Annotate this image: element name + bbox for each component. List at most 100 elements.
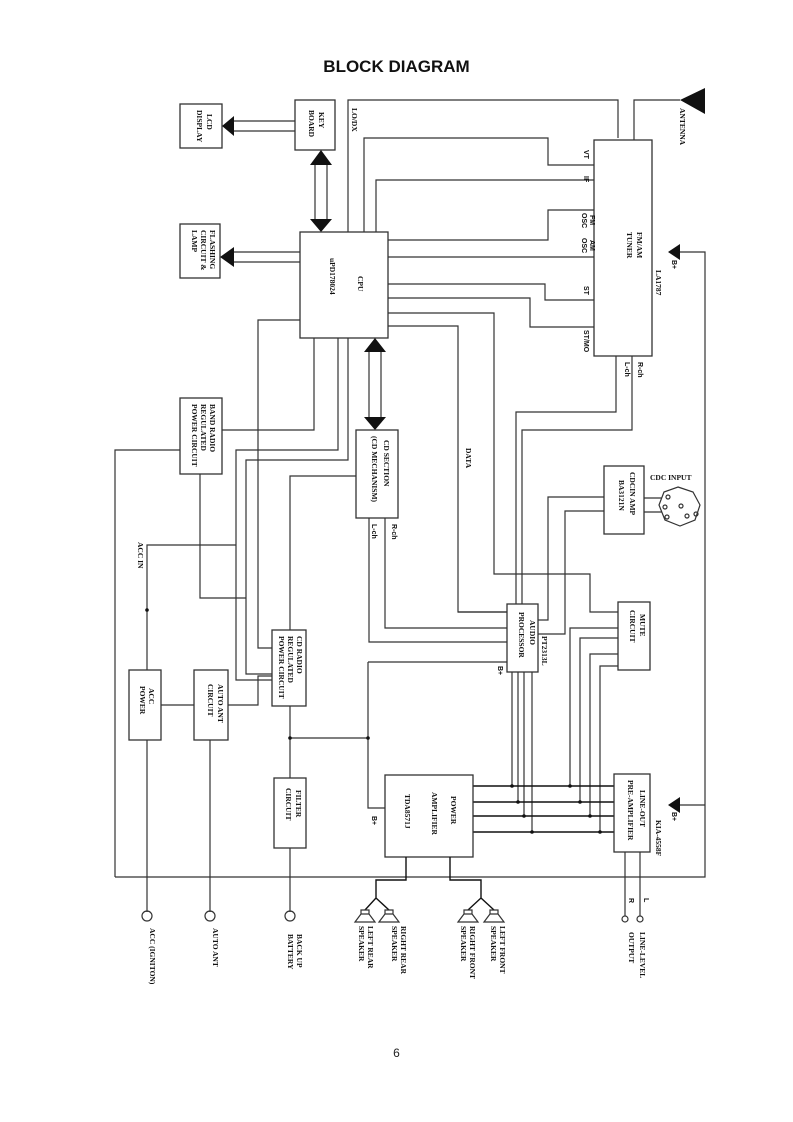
- diagram-label: FM: [588, 215, 595, 225]
- tuner-block: FM/AM TUNER LA1787 VT IF FM OSC AM OSC S…: [580, 139, 663, 378]
- diagram-label: CDC INPUT: [650, 473, 691, 482]
- diagram-label: BAND RADIO: [208, 404, 217, 452]
- cd-radio-power-block: CD RADIO REGULATED POWER CIRCUIT: [271, 629, 307, 707]
- chip-label: LA1787: [654, 270, 663, 296]
- diagram-label: BA3121N: [617, 480, 626, 511]
- filter-circuit-block: FILTER CIRCUIT: [273, 777, 307, 849]
- power-amplifier-block: POWER AMPLIFIER TDA8571J: [384, 774, 474, 858]
- diagram-label: FILTER: [294, 790, 303, 818]
- diagram-label: LEFT FRONT: [498, 926, 507, 974]
- lcd-display-block: LCD DISPLAY: [179, 103, 223, 149]
- acc-power-block: ACC POWER: [128, 669, 162, 741]
- block-label: LCD: [205, 114, 214, 130]
- cd-section-block: CD SECTION (CD MECHANISM) L-ch R-ch: [355, 429, 399, 540]
- diagram-label: R: [627, 898, 634, 903]
- cdc-input-connector: CDC INPUT: [650, 473, 701, 527]
- diagram-label: L: [642, 898, 649, 903]
- mute-circuit-block: MUTE CIRCUIT: [617, 601, 651, 671]
- cdcin-amp-block: CDCIN AMP BA3121N: [603, 465, 645, 535]
- diagram-label: POWER CIRCUIT: [277, 636, 286, 699]
- diagram-label: IF: [582, 176, 589, 183]
- diagram-label: PRE-AMPLIFIER: [626, 780, 635, 841]
- page-number: 6: [393, 1046, 400, 1060]
- diagram-label: LINE-LEVEL: [638, 932, 647, 978]
- diagram-label: RIGHT REAR: [399, 926, 408, 975]
- band-radio-power-block: BAND RADIO REGULATED POWER CIRCUIT: [179, 397, 223, 475]
- diagram-label: ST/MO: [582, 330, 589, 353]
- diagram-label: ANTENNA: [678, 108, 687, 146]
- terminal-backup: [284, 910, 296, 922]
- arrow-icon: [222, 116, 234, 136]
- diagram-label: ACC (IGNITON): [148, 928, 157, 985]
- signal-label-data: DATA: [464, 448, 473, 469]
- diagram-label: CIRCUIT: [206, 684, 215, 717]
- diagram-label: LEFT REAR: [366, 926, 375, 969]
- diagram-label: SPEAKER: [489, 926, 498, 962]
- antenna: ANTENNA B+: [633, 88, 705, 269]
- chip-label: KIA-4558F: [654, 820, 663, 857]
- diagram-label: OSC: [580, 238, 587, 253]
- diagram-label: L-ch: [623, 362, 630, 377]
- chip-label: PT2313L: [540, 636, 549, 666]
- diagram-label: LAMP: [190, 230, 199, 252]
- page-title: BLOCK DIAGRAM: [323, 57, 470, 76]
- diagram-label: PROCESSOR: [517, 612, 526, 658]
- diagram-label: CPU: [356, 276, 365, 292]
- diagram-label: CD SECTION: [382, 440, 391, 487]
- diagram-label: BOARD: [307, 110, 316, 138]
- diagram-label: POWER CIRCUIT: [190, 404, 199, 467]
- diagram-label: R-ch: [636, 362, 643, 378]
- diagram-label: CDCIN AMP: [628, 472, 637, 516]
- diagram-label: REGULATED: [286, 636, 295, 684]
- diagram-label: AUDIO: [528, 620, 537, 645]
- diagram-label: L-ch: [370, 524, 377, 539]
- diagram-label: LINE-OUT: [638, 790, 647, 827]
- diagram-label: SPEAKER: [390, 926, 399, 962]
- diagram-label: AMPLIFIER: [430, 792, 439, 836]
- diagram-label: B+: [370, 816, 377, 825]
- line-out-preamp-block: LINE-OUT PRE-AMPLIFIER KIA-4558F B+: [613, 773, 677, 857]
- diagram-label: SPEAKER: [459, 926, 468, 962]
- diagram-label: FM/AM: [635, 232, 644, 258]
- diagram-label: AUTO ANT: [216, 684, 225, 723]
- diagram-label: ST: [582, 286, 589, 296]
- diagram-label: CIRCUIT: [284, 788, 293, 821]
- diagram-label: TDA8571J: [403, 794, 412, 829]
- diagram-label: KEY: [317, 112, 326, 129]
- diagram-label: RIGHT FRONT: [468, 926, 477, 979]
- diagram-label: REGULATED: [199, 404, 208, 452]
- diagram-label: FLASHING: [208, 230, 217, 269]
- diagram-label: CD RADIO: [295, 636, 304, 674]
- diagram-label: AUTO ANT: [211, 928, 220, 967]
- diagram-label: OSC: [580, 213, 587, 228]
- diagram-label: ACC: [147, 688, 156, 704]
- diagram-label: CIRCUIT &: [199, 230, 208, 271]
- diagram-label: OUTPUT: [627, 932, 636, 963]
- diagram-label: (CD MECHANISM): [370, 436, 379, 503]
- diagram-label: B+: [496, 666, 503, 675]
- diagram-label: SPEAKER: [357, 926, 366, 962]
- diagram-label: POWER: [138, 686, 147, 715]
- speaker-icon: [353, 909, 506, 923]
- block-label: DISPLAY: [195, 110, 204, 143]
- power-bus: [114, 244, 706, 878]
- diagram-label: BATTERY: [286, 934, 295, 970]
- diagram-label: R-ch: [390, 524, 397, 540]
- diagram-label: TUNER: [625, 232, 634, 259]
- terminal-auto-ant: [204, 910, 216, 922]
- terminal-acc: [141, 910, 153, 922]
- diagram-label: B+: [670, 812, 677, 821]
- diagram-label: CIRCUIT: [628, 610, 637, 643]
- flashing-circuit-block: FLASHING CIRCUIT & LAMP: [179, 223, 221, 279]
- cpu-block: CPU uPD178024: [299, 231, 389, 339]
- diagram-label: VT: [582, 150, 589, 160]
- diagram-label: uPD178024: [328, 258, 337, 295]
- diagram-label: B+: [670, 260, 677, 269]
- diagram-label: AM: [588, 240, 595, 251]
- diagram-label: BACK UP: [295, 934, 304, 968]
- diagram-label: POWER: [449, 796, 458, 825]
- signal-label-acc-in: ACC IN: [136, 542, 145, 569]
- antenna-icon: [680, 88, 705, 114]
- diagram-label: MUTE: [638, 614, 647, 637]
